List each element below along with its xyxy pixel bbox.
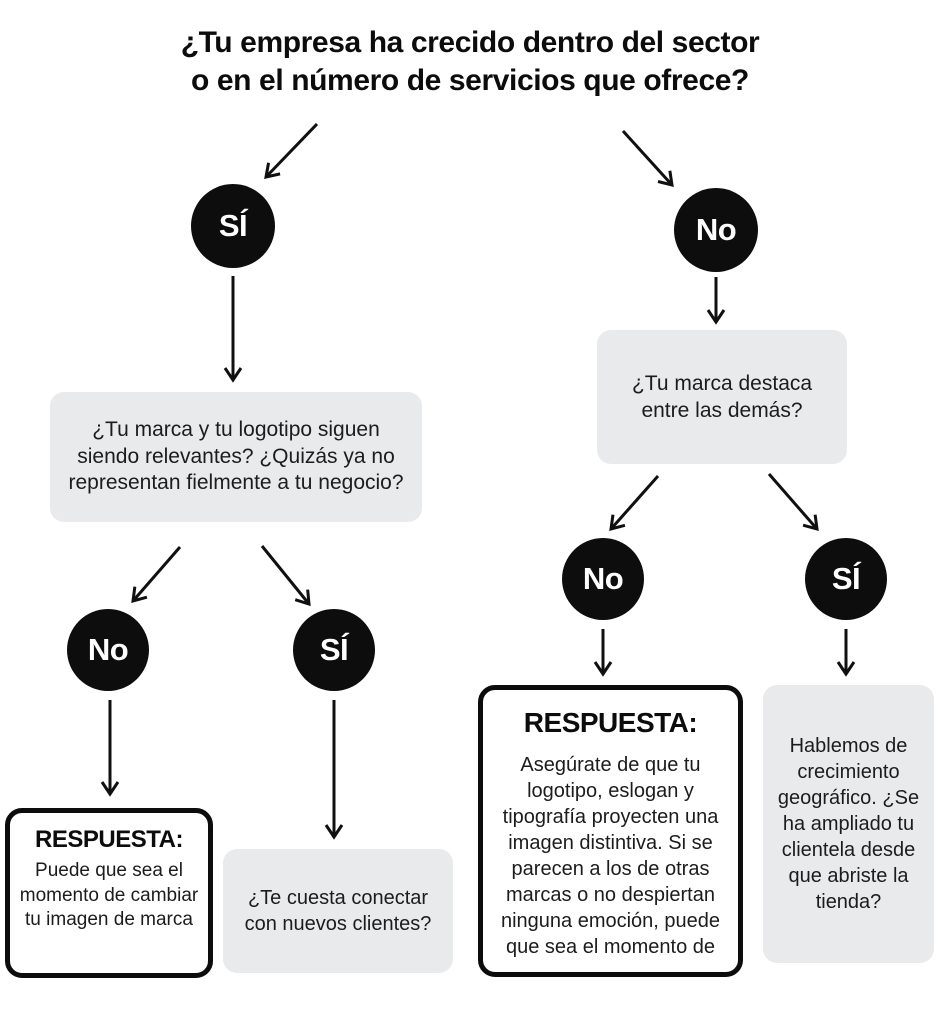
arrow-title-to-root-yes — [264, 122, 319, 179]
page-title-line-2: o en el número de servicios que ofrece? — [191, 64, 749, 97]
arrow-right-question-to-yes — [767, 473, 819, 532]
node-right-no: No — [562, 538, 644, 620]
answer-box-rebrand-body: Puede que sea el momento de cambiar tu i… — [19, 860, 199, 930]
outcome-box-geographic-growth: Hablemos de crecimiento geográfico. ¿Se … — [763, 685, 934, 963]
node-root-no-label: No — [695, 212, 737, 247]
question-box-brand-relevance-text: ¿Tu marca y tu logotipo siguen siendo re… — [68, 418, 404, 495]
node-root-no: No — [674, 188, 758, 272]
arrow-left-question-to-no — [131, 546, 182, 604]
answer-box-rebrand-title: RESPUESTA: — [35, 826, 183, 853]
answer-box-distinctive-image: RESPUESTA: Asegúrate de que tu logotipo,… — [478, 685, 743, 977]
node-left-yes: SÍ — [293, 609, 375, 691]
node-left-no: No — [67, 609, 149, 691]
answer-box-distinctive-image-title: RESPUESTA: — [523, 707, 698, 738]
arrow-right-question-to-no — [609, 475, 660, 532]
answer-box-distinctive-image-body: Asegúrate de que tu logotipo, eslogan y … — [500, 754, 721, 958]
node-left-yes-label: SÍ — [319, 632, 349, 667]
node-right-no-label: No — [582, 561, 624, 596]
question-box-brand-standout-text: ¿Tu marca destaca entre las demás? — [631, 372, 813, 422]
node-root-yes: SÍ — [191, 184, 275, 268]
page-title-line-1: ¿Tu empresa ha crecido dentro del sector — [180, 26, 760, 59]
page-title: ¿Tu empresa ha crecido dentro del sector… — [0, 24, 940, 100]
arrow-left-question-to-yes — [260, 545, 311, 607]
question-box-new-clients: ¿Te cuesta conectar con nuevos clientes? — [223, 849, 453, 973]
question-box-new-clients-text: ¿Te cuesta conectar con nuevos clientes? — [244, 887, 432, 935]
node-root-yes-label: SÍ — [218, 208, 248, 243]
arrow-title-to-root-no — [621, 129, 674, 188]
answer-box-rebrand: RESPUESTA: Puede que sea el momento de c… — [5, 808, 213, 978]
node-right-yes-label: SÍ — [831, 561, 861, 596]
outcome-box-geographic-growth-text: Hablemos de crecimiento geográfico. ¿Se … — [777, 735, 920, 913]
question-box-brand-standout: ¿Tu marca destaca entre las demás? — [597, 330, 847, 464]
question-box-brand-relevance: ¿Tu marca y tu logotipo siguen siendo re… — [50, 392, 422, 522]
node-right-yes: SÍ — [805, 538, 887, 620]
node-left-no-label: No — [87, 632, 129, 667]
